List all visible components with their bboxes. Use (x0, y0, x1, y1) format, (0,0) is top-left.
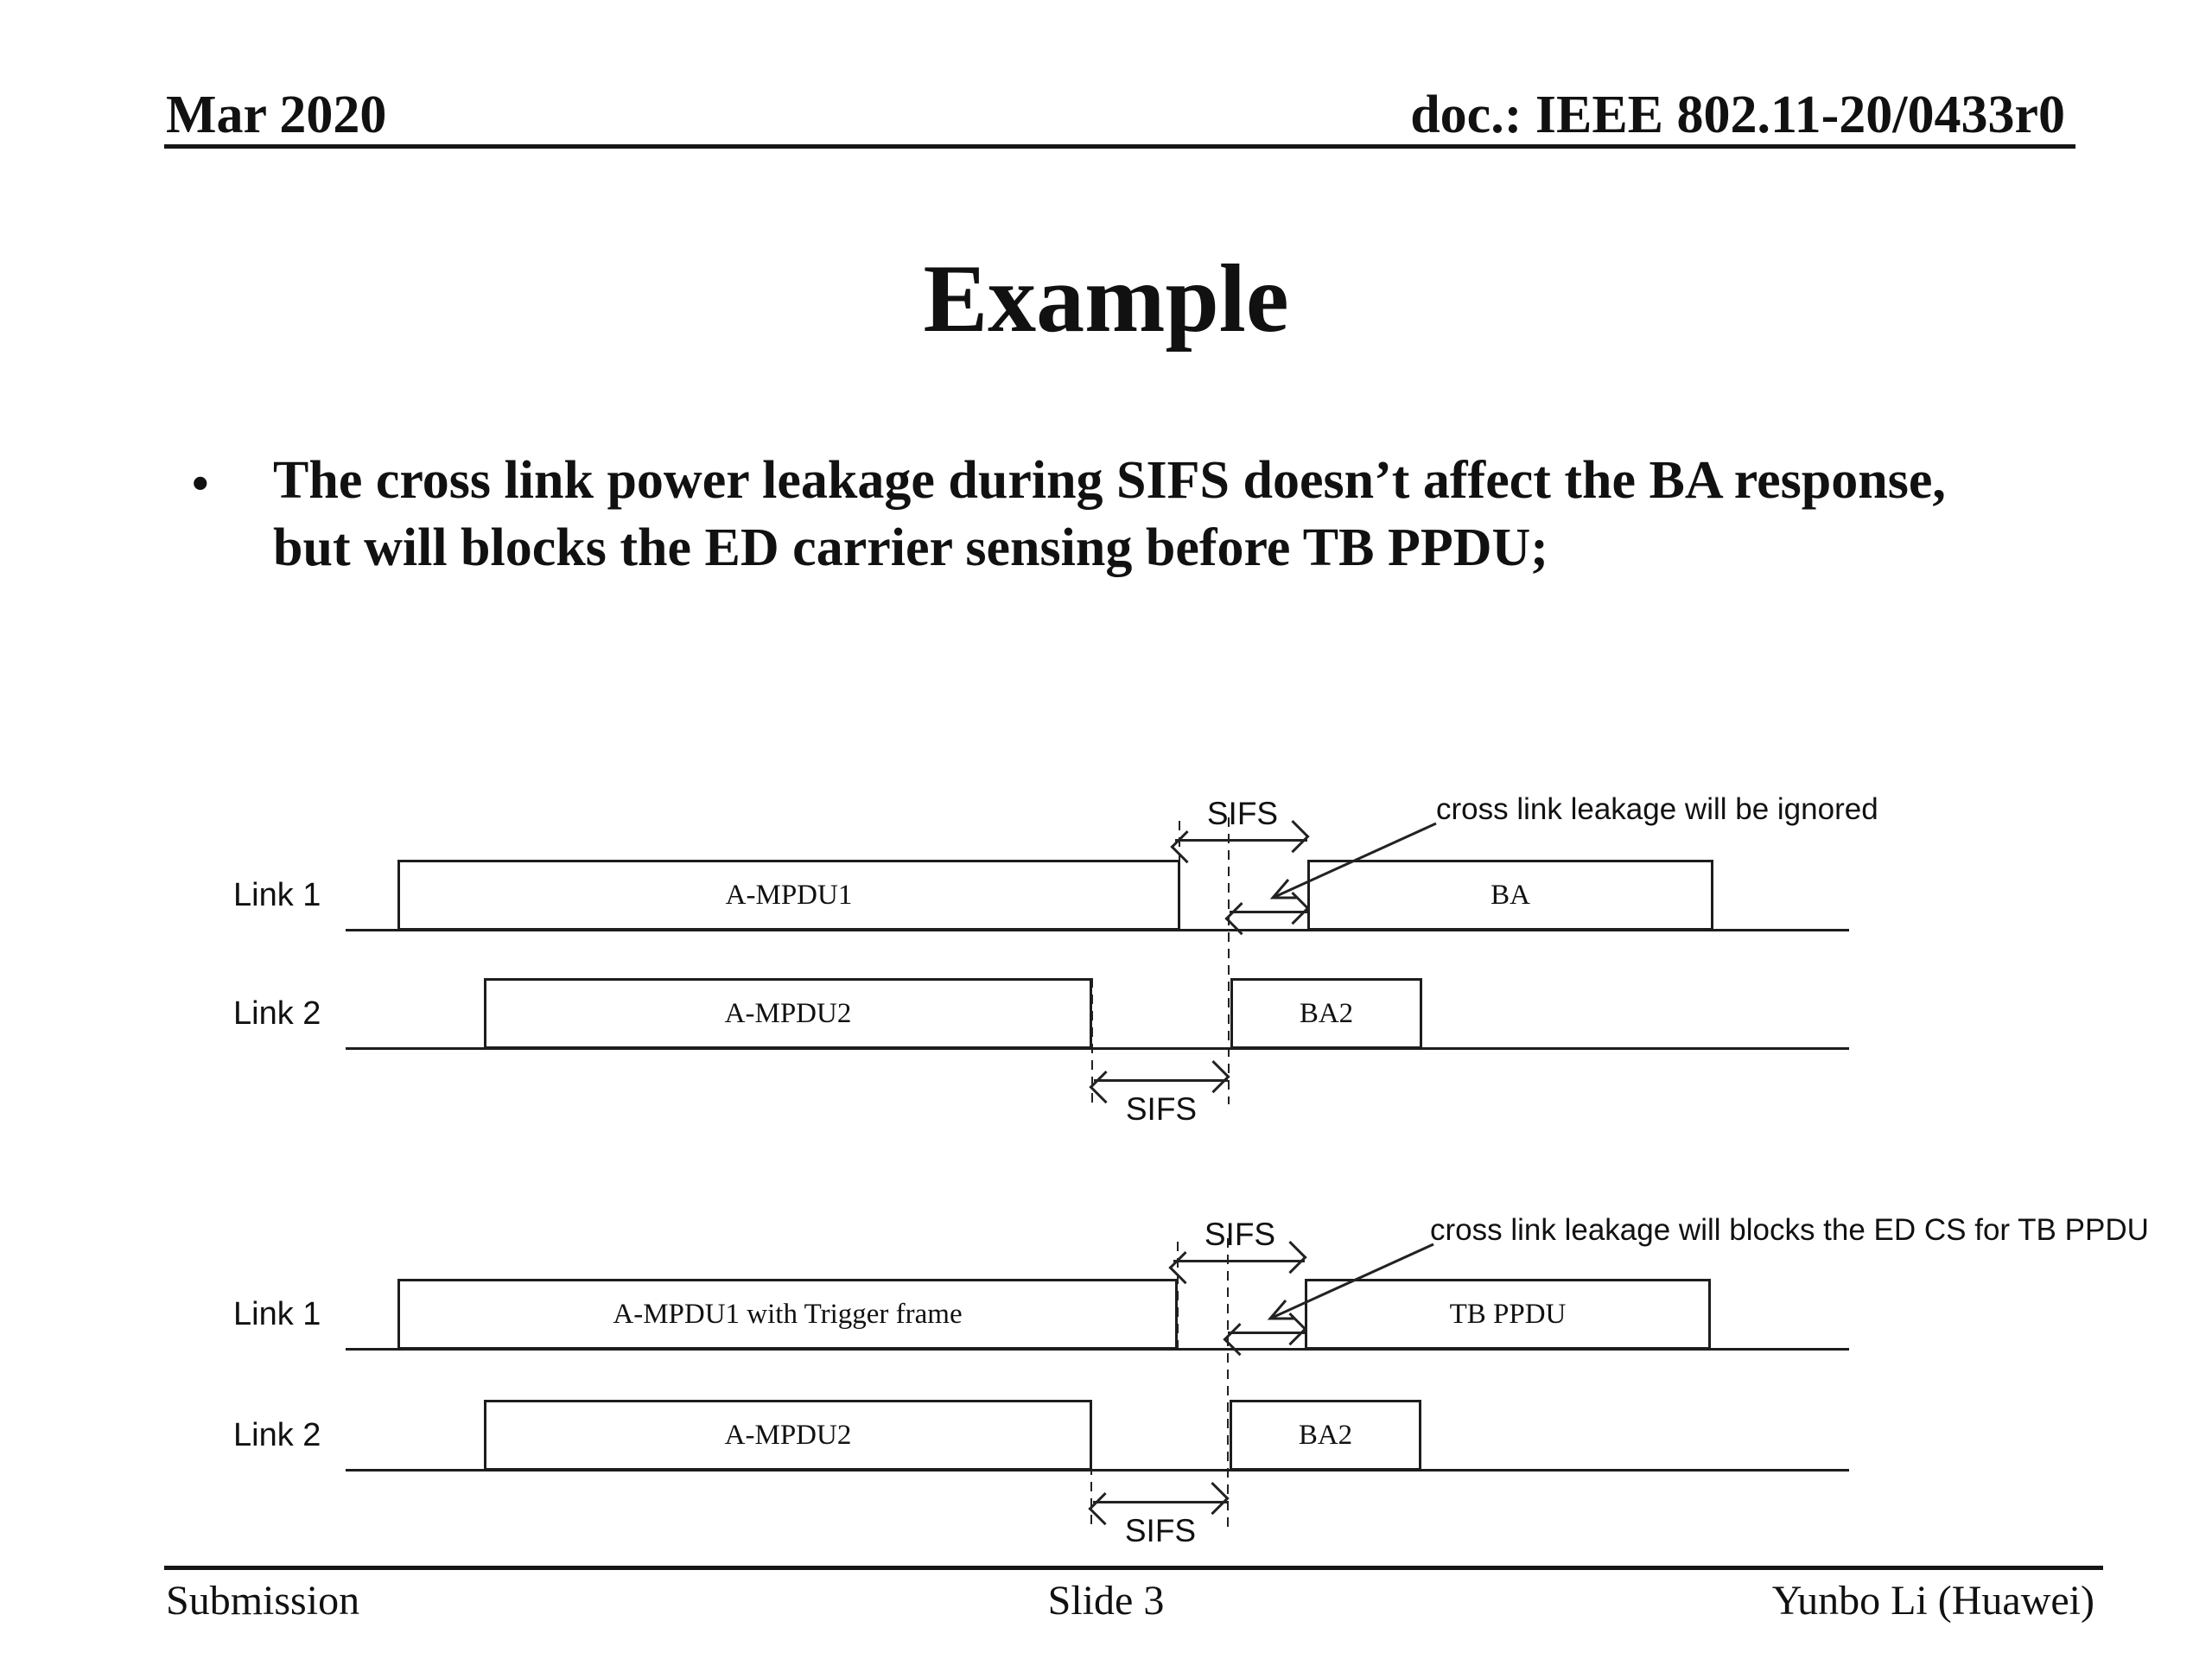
header-date: Mar 2020 (166, 86, 387, 144)
d1-annotation-pointer-arrow (1269, 822, 1437, 899)
footer-rule (164, 1566, 2103, 1570)
d1-link1-label: Link 1 (233, 877, 321, 913)
d1-ba2-box: BA2 (1230, 978, 1422, 1049)
d2-tbppdu-label: TB PPDU (1449, 1298, 1567, 1330)
footer-submission: Submission (166, 1578, 360, 1624)
d1-sifs-bottom-arrow (1094, 1079, 1228, 1082)
d2-link2-label: Link 2 (233, 1417, 321, 1453)
d1-sifs-top-label: SIFS (1206, 796, 1279, 831)
footer-slide-number: Slide 3 (1047, 1578, 1165, 1624)
bullet-marker: • (192, 457, 209, 511)
d1-ampdu2-label: A-MPDU2 (724, 997, 852, 1029)
d2-link2-timeline (346, 1469, 1849, 1471)
d2-annotation-pointer-arrow (1267, 1243, 1434, 1320)
header-doc-id: doc.: IEEE 802.11-20/0433r0 (1410, 86, 2065, 144)
d1-annotation: cross link leakage will be ignored (1436, 792, 1878, 826)
dashed-line-ampdu1-end (1177, 1242, 1179, 1350)
d1-ampdu1-box: A-MPDU1 (397, 860, 1180, 931)
d2-sifs-bottom-arrow (1093, 1501, 1227, 1503)
d1-link2-label: Link 2 (233, 995, 321, 1032)
d2-link1-label: Link 1 (233, 1296, 321, 1332)
page-title: Example (923, 245, 1289, 353)
d1-ampdu2-box: A-MPDU2 (484, 978, 1092, 1049)
d2-tbppdu-box: TB PPDU (1305, 1279, 1711, 1350)
d2-sifs-top-label: SIFS (1204, 1217, 1276, 1252)
d2-sifs-bottom-label: SIFS (1124, 1513, 1197, 1548)
footer-author: Yunbo Li (Huawei) (1771, 1578, 2094, 1624)
d1-sifs-top-arrow (1175, 839, 1307, 842)
d1-ba-box: BA (1307, 860, 1713, 931)
d2-ampdu2-box: A-MPDU2 (484, 1400, 1092, 1471)
d1-ba2-label: BA2 (1299, 997, 1354, 1029)
d1-link2-timeline (346, 1047, 1849, 1050)
bullet-text-line2: but will blocks the ED carrier sensing b… (273, 518, 1548, 577)
dashed-line-ba2-start (1228, 817, 1230, 1104)
bullet-text-line1: The cross link power leakage during SIFS… (273, 451, 1946, 510)
dashed-line-ba2-start (1227, 1238, 1229, 1527)
d2-sifs-top-arrow (1173, 1260, 1305, 1262)
d2-ampdu1-box: A-MPDU1 with Trigger frame (397, 1279, 1178, 1350)
header-rule (164, 144, 2075, 149)
d1-sifs-bottom-label: SIFS (1125, 1091, 1198, 1127)
d2-ampdu2-label: A-MPDU2 (724, 1419, 852, 1451)
d2-annotation: cross link leakage will blocks the ED CS… (1430, 1213, 2149, 1247)
d2-ampdu1-label: A-MPDU1 with Trigger frame (613, 1298, 963, 1330)
d1-leakage-arrow (1230, 911, 1307, 913)
d1-ampdu1-label: A-MPDU1 (725, 879, 853, 911)
d2-leakage-arrow (1228, 1332, 1305, 1334)
d2-ba2-label: BA2 (1298, 1419, 1353, 1451)
dashed-line-ampdu2-end (1091, 978, 1093, 1104)
d2-ba2-box: BA2 (1230, 1400, 1421, 1471)
d1-ba-label: BA (1491, 879, 1530, 911)
